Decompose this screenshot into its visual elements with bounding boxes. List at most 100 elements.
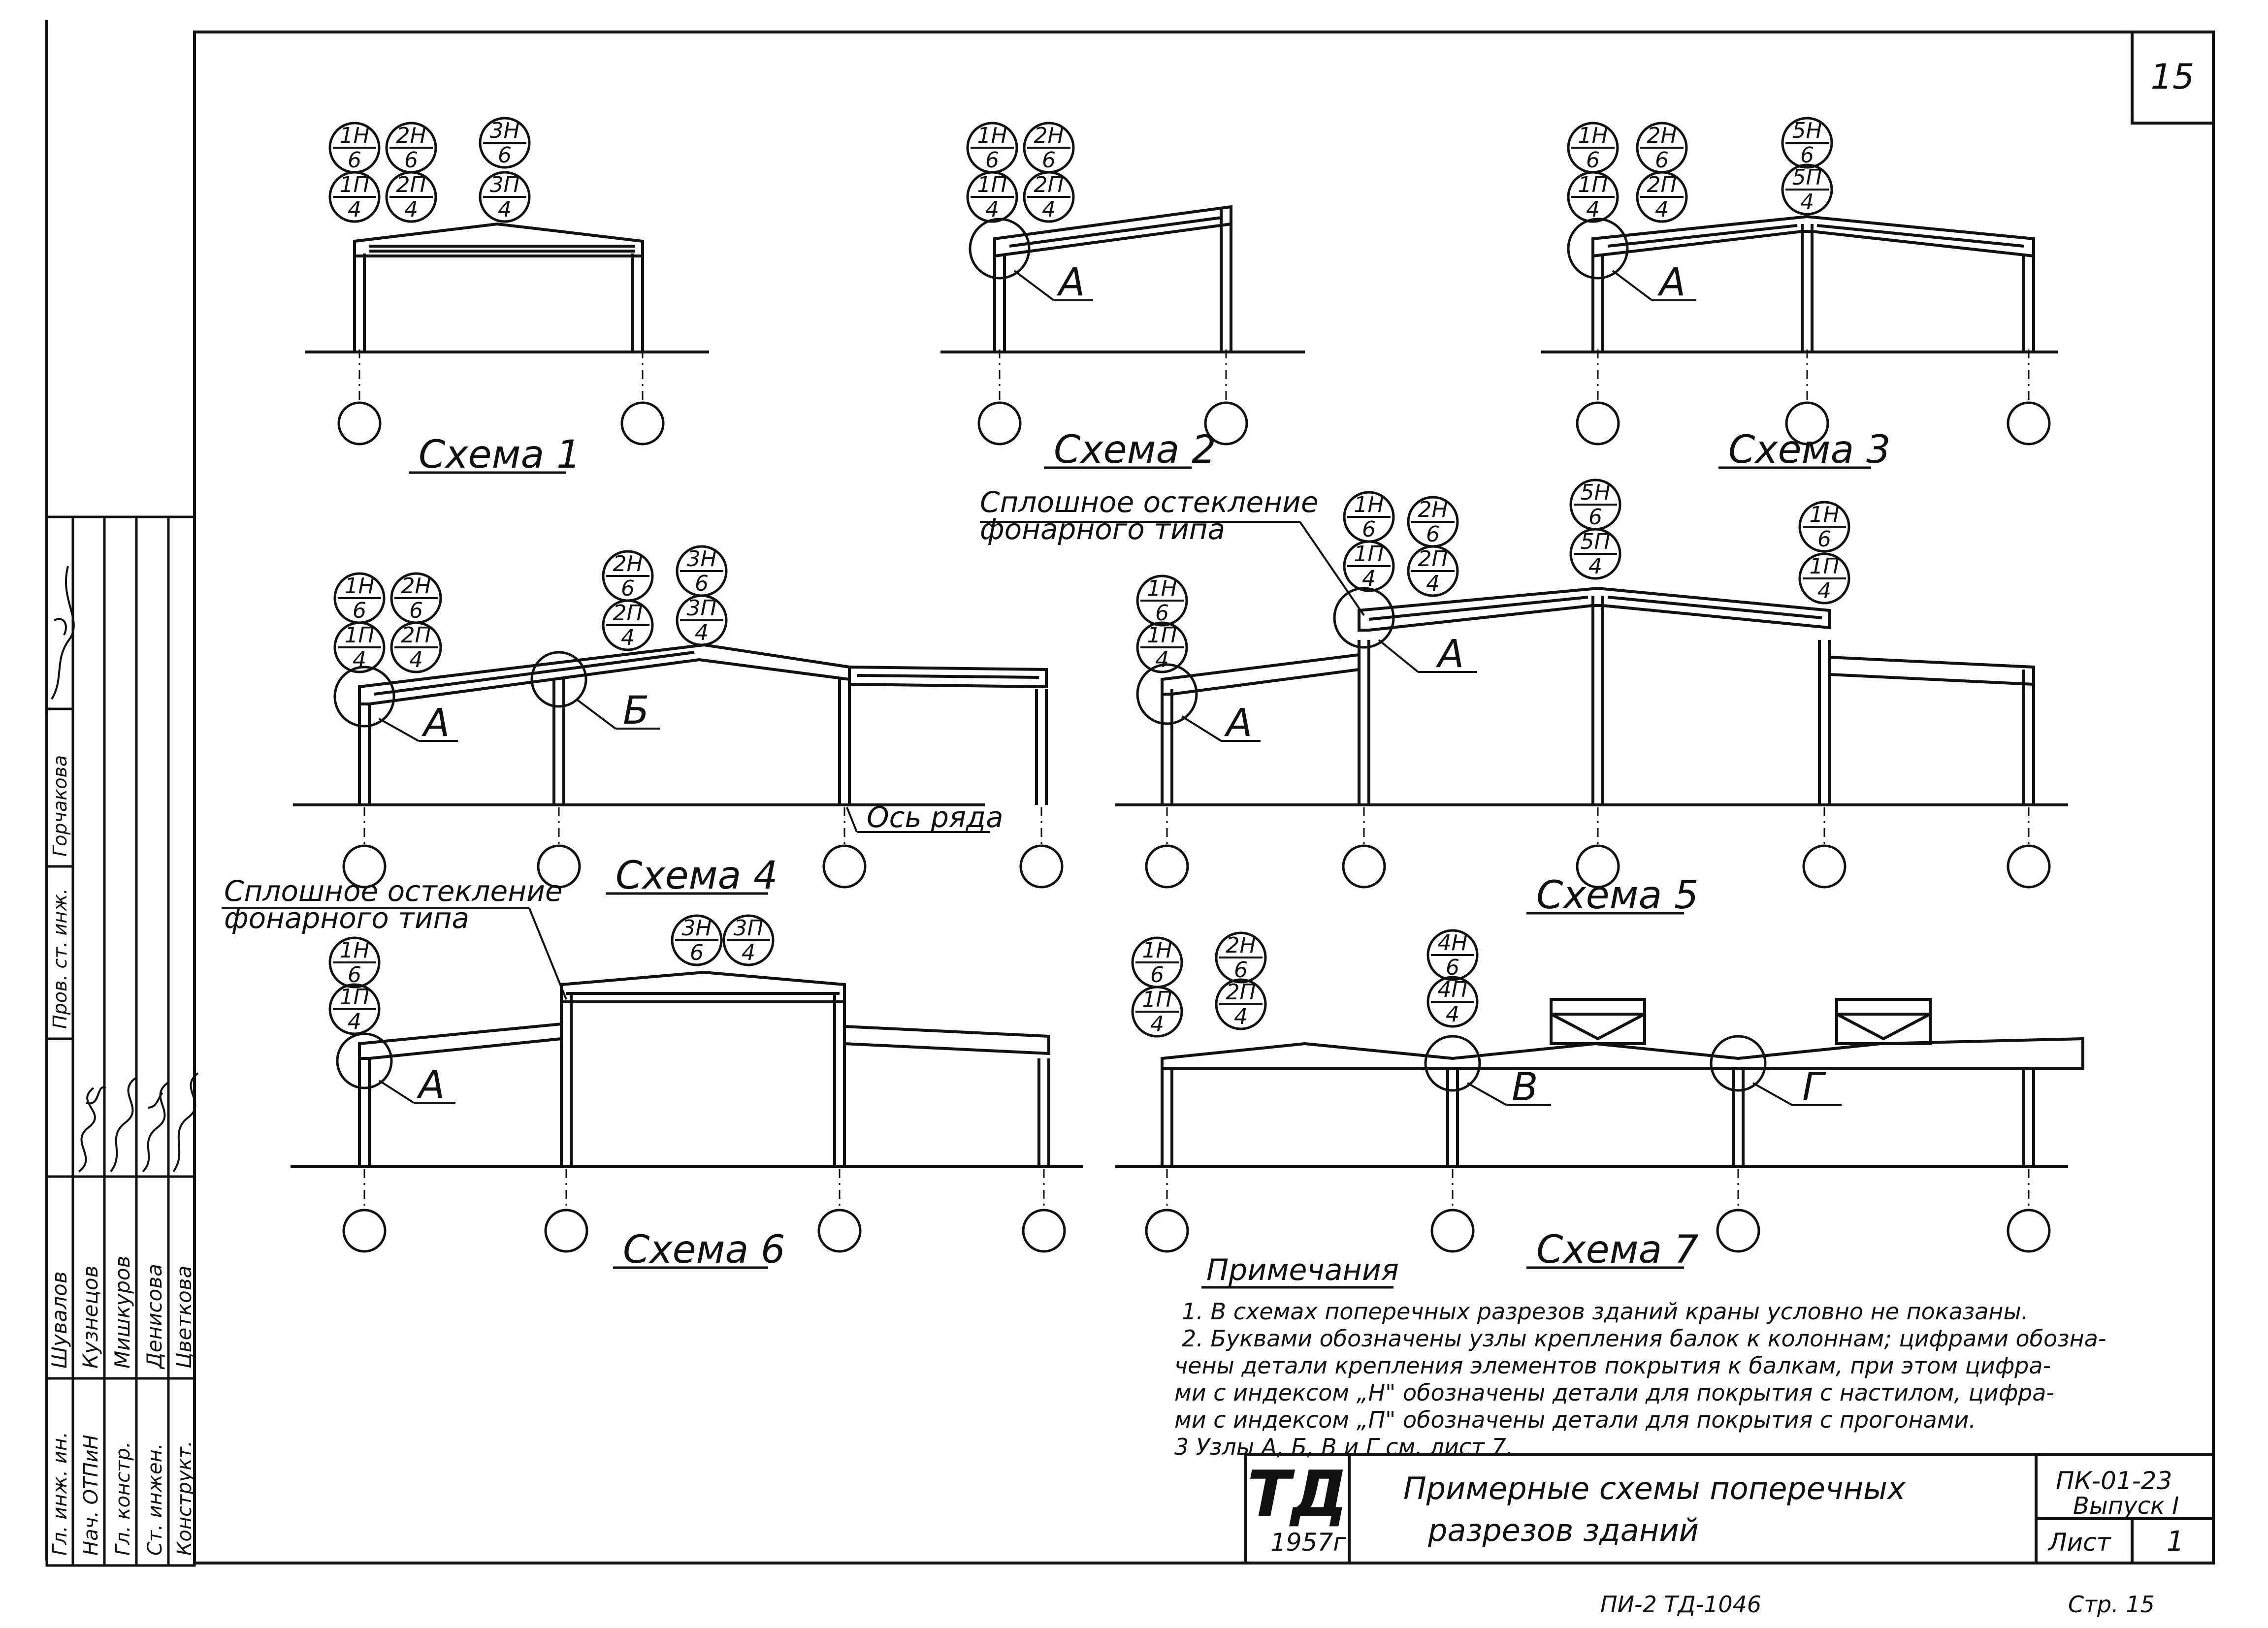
scheme-2-frame — [940, 205, 1305, 353]
badge-code: 1Н — [1142, 938, 1172, 963]
badge-sheet: 6 — [409, 598, 423, 623]
badge-code: 3Н — [681, 916, 712, 941]
badge-circle — [1567, 171, 1619, 223]
axis-marker-circle — [1145, 1209, 1189, 1253]
detail-badge-5p: 5П4 — [1781, 163, 1833, 216]
badge-circle — [1781, 163, 1833, 216]
axis-marker-circle — [1802, 844, 1847, 889]
badge-code: 2Н — [1226, 933, 1256, 958]
detail-badge-2n: 2Н6 — [1215, 931, 1267, 984]
badge-circle — [1136, 621, 1188, 673]
axis-marker-circle — [544, 1209, 588, 1253]
node-leaders — [222, 270, 1842, 1106]
badge-code: 3П — [733, 916, 763, 941]
scheme-titles: Схема 1 Схема 2 Схема 3 Схема 4 Схема 5 … — [419, 428, 1891, 1272]
badge-code: 1Н — [1578, 123, 1608, 148]
detail-badge-1n: 1Н6 — [966, 122, 1018, 174]
badge-code: 3П — [489, 172, 519, 197]
badge-code: 1П — [339, 985, 369, 1010]
detail-badge-2n: 2Н6 — [1023, 122, 1075, 174]
badge-code: 5П — [1792, 165, 1822, 190]
doc-code: ПК-01-23 — [2056, 1467, 2172, 1495]
name-1: Шувалов — [47, 1271, 71, 1369]
axis-marker-circle — [1785, 401, 1829, 446]
axis-marker-circle — [1430, 1209, 1475, 1253]
detail-badge-3n: 3Н6 — [671, 914, 723, 966]
scheme-4-title: Схема 4 — [616, 854, 778, 898]
badge-circle — [602, 599, 654, 651]
axis-marker-circle — [620, 401, 665, 446]
badge-sheet: 6 — [985, 148, 999, 173]
axis-marker-circle — [822, 844, 867, 889]
node-b-s4: Б — [623, 689, 649, 733]
badge-code: 2Н — [401, 574, 431, 599]
role-3: Гл. констр. — [112, 1442, 134, 1556]
badge-code: 2Н — [396, 123, 426, 148]
badge-code: 1П — [1809, 554, 1839, 579]
scheme-6-title: Схема 6 — [623, 1228, 785, 1272]
badge-circle — [1131, 986, 1183, 1038]
badge-code: 3П — [686, 596, 716, 621]
name-5: Цветкова — [172, 1266, 196, 1369]
badge-code: 1П — [344, 623, 374, 648]
badge-sheet: 4 — [1800, 190, 1814, 215]
node-a-s3: А — [1657, 260, 1685, 305]
badge-code: 2П — [1034, 172, 1064, 197]
badge-code: 3Н — [489, 118, 519, 143]
badge-sheet: 4 — [1586, 197, 1600, 222]
name-4: Денисова — [142, 1264, 166, 1370]
detail-badge-1n: 1Н6 — [1798, 501, 1850, 553]
badge-code: 4П — [1437, 977, 1467, 1002]
node-a-s4: А — [421, 701, 450, 745]
badge-circle — [328, 171, 381, 223]
badge-circle — [1798, 501, 1850, 553]
node-a-s2: А — [1056, 260, 1085, 305]
detail-badge-2p: 2П4 — [602, 599, 654, 651]
badge-sheet: 6 — [1817, 527, 1831, 552]
badge-code: 3Н — [686, 546, 716, 572]
axis-markers — [337, 350, 2051, 1253]
detail-badge-3p: 3П4 — [722, 914, 775, 966]
detail-badge-5n: 5Н6 — [1781, 117, 1833, 169]
badge-code: 1П — [1354, 542, 1384, 567]
axis-marker-circle — [1204, 401, 1248, 446]
role-2: Нач. ОТПиН — [80, 1435, 102, 1556]
badge-circle — [1426, 929, 1479, 981]
td-logo: ТД — [1247, 1457, 1348, 1532]
detail-badge-5n: 5Н6 — [1569, 479, 1621, 531]
axis-marker-circle — [977, 401, 1022, 446]
detail-badge-1p: 1П4 — [966, 171, 1018, 223]
badge-code: 1Н — [977, 123, 1007, 148]
badge-sheet: 6 — [404, 148, 418, 173]
axis-marker-circle — [2007, 844, 2051, 889]
detail-badge-1p: 1П4 — [1567, 171, 1619, 223]
detail-badge-2p: 2П4 — [390, 621, 442, 673]
badge-sheet: 6 — [348, 148, 361, 173]
check-role: Пров. ст. инж. — [49, 888, 71, 1029]
badge-code: 1П — [977, 172, 1007, 197]
badge-sheet: 6 — [1042, 148, 1056, 173]
scheme-5-title: Схема 5 — [1536, 873, 1699, 918]
note-line-5: ми с индексом „П" обозначены детали для … — [1174, 1406, 1976, 1433]
detail-badge-3n: 3Н6 — [676, 545, 728, 597]
badge-circle — [1798, 552, 1850, 605]
badge-circle — [1343, 540, 1395, 592]
axis-marker-circle — [1022, 1209, 1066, 1253]
approval-strip: Гл. инж. ин. Нач. ОТПиН Гл. констр. Ст. … — [45, 515, 199, 1567]
detail-badge-1n: 1Н6 — [1343, 491, 1395, 543]
badge-code: 2Н — [1034, 123, 1064, 148]
badge-circle — [1426, 976, 1479, 1028]
badge-circle — [671, 914, 723, 966]
detail-badge-1p: 1П4 — [328, 171, 381, 223]
badge-code: 5П — [1580, 529, 1610, 554]
badge-circle — [676, 594, 728, 646]
badge-sheet: 6 — [353, 598, 366, 623]
badge-sheet: 4 — [353, 647, 366, 672]
note-line-2: 2. Буквами обозначены узлы крепления бал… — [1182, 1325, 2106, 1352]
detail-badge-1p: 1П4 — [1798, 552, 1850, 605]
badge-code: 1П — [1578, 172, 1608, 197]
detail-badge-1p: 1П4 — [328, 983, 381, 1035]
title-line-1: Примерные схемы поперечных — [1403, 1470, 1906, 1506]
note-line-3: чены детали крепления элементов покрытия… — [1174, 1352, 2051, 1379]
